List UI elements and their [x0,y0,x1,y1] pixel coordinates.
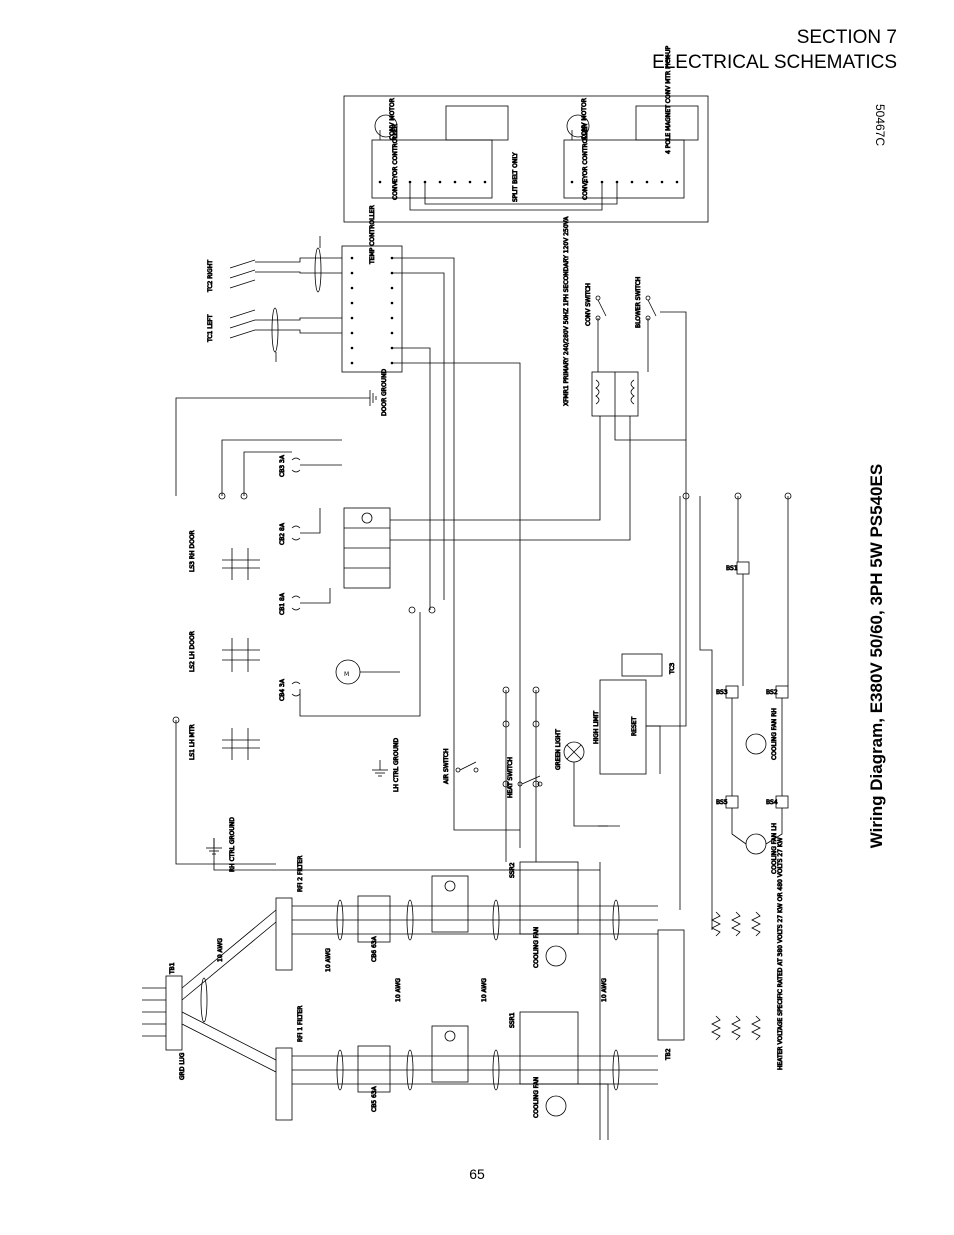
section-number: SECTION 7 [796,27,897,48]
label-cb1: CB1 8A [279,592,286,615]
label-conv-motor-2: CONV MOTOR [581,98,588,140]
label-ls3: LS3 RH DOOR [189,530,196,572]
power-bus [181,899,658,1091]
label-rh-ground: RH CTRL GROUND [229,817,236,872]
svg-text:M: M [344,671,349,678]
label-bs3: BS3 [716,689,728,696]
cooling-fans [545,945,567,1117]
label-heat-switch: HEAT SWITCH [507,757,514,798]
label-tc2: TC2 RIGHT [207,260,214,293]
label-cb4: CB4 3A [279,678,286,701]
air-switch [455,761,479,773]
contactors [431,875,469,1083]
label-door-ground: DOOR GROUND [381,368,388,416]
label-conv-motor-1: CONV MOTOR [389,98,396,140]
tb2-terminal-block [657,929,685,1041]
label-awg-2: 10 AWG [395,978,402,1002]
page-number: 65 [469,1166,485,1182]
label-awg-3: 10 AWG [481,978,488,1002]
thermocouples [229,236,342,362]
label-temp-controller: TEMP CONTROLLER [369,205,376,265]
control-wiring [175,257,789,1140]
label-tb1: TB1 [169,962,176,975]
label-split-belt: SPLIT BELT ONLY [512,152,519,202]
label-cb3: CB3 3A [279,454,286,477]
label-cooling-fan-rh: COOLING FAN RH [771,708,778,760]
temp-controller [341,245,403,373]
main-breakers [357,895,391,1093]
solid-state-relays [519,861,579,1085]
label-ls2: LS2 LH DOOR [189,631,196,672]
label-awg-5: 10 AWG [217,938,224,962]
relay-block [343,507,391,589]
label-green-light: GREEN LIGHT [555,729,562,770]
blower-switch [645,295,657,321]
label-ls1: LS1 LH MTR [189,724,196,760]
heater-elements [711,911,761,1041]
label-conv-switch: CONV SWITCH [585,283,592,326]
label-conv-controller-1: CONVEYOR CONTROLLER [392,124,399,200]
label-cooling-fan-lh: COOLING FAN LH [771,823,778,874]
label-ssr1: SSR1 [509,1012,516,1028]
conv-switch [595,295,607,321]
label-awg-1: 10 AWG [325,948,332,972]
label-blower-switch: BLOWER SWITCH [635,277,642,328]
label-heater-note: HEATER VOLTAGE SPECIFIC RATED AT 380 VOL… [777,837,784,1070]
blower-sensors [725,561,789,855]
label-air-switch: AIR SWITCH [443,749,450,784]
ctrl-grounds [206,760,608,855]
blower-motor: M [335,659,400,685]
transformer-xfmr1 [591,371,639,417]
label-cb2: CB2 8A [279,522,286,545]
conveyor-controller-enclosure [343,95,709,223]
label-tc3: TC3 [669,662,676,675]
rfi-filters [275,897,293,1121]
label-cooling-fan-1: COOLING FAN [533,927,540,968]
high-limit [599,653,663,775]
label-lh-ground: LH CTRL GROUND [393,738,400,792]
label-awg-4: 10 AWG [601,978,608,1002]
label-high-limit: HIGH LIMIT [593,711,600,744]
label-cooling-fan-2: COOLING FAN [533,1077,540,1118]
label-bs5: BS5 [716,799,728,806]
label-tc1: TC1 LEFT [207,314,214,343]
label-tb2: TB2 [665,1048,672,1061]
circuit-breakers [291,457,301,697]
label-xfmr: XFMR1 PRIMARY 240/280V 50HZ 1PH SECONDAR… [563,216,570,406]
green-light [563,741,585,763]
tb1-terminal-block [142,975,183,1051]
label-reset: RESET [631,716,638,736]
label-gnd-lug: GRD LUG [179,1052,186,1080]
label-pickup: 4 POLE MAGNET CONV MTR PICK-UP [665,45,672,154]
label-rfi2: RFI 2 FILTER [297,856,304,892]
label-bs4: BS4 [766,799,778,806]
indicator-lamps [172,492,792,788]
label-cb5: CB5 63A [371,1085,378,1112]
label-cb6: CB6 63A [371,935,378,962]
label-bs1: BS1 [726,565,738,572]
section-title: ELECTRICAL SCHEMATICS [652,52,897,73]
door-ground [342,390,377,406]
heat-switch [517,775,543,787]
label-rfi1: RFI 1 FILTER [297,1006,304,1042]
label-bs2: BS2 [766,689,778,696]
limit-switches [222,548,260,760]
label-conv-controller-2: CONVEYOR CONTROLLER [582,124,589,200]
